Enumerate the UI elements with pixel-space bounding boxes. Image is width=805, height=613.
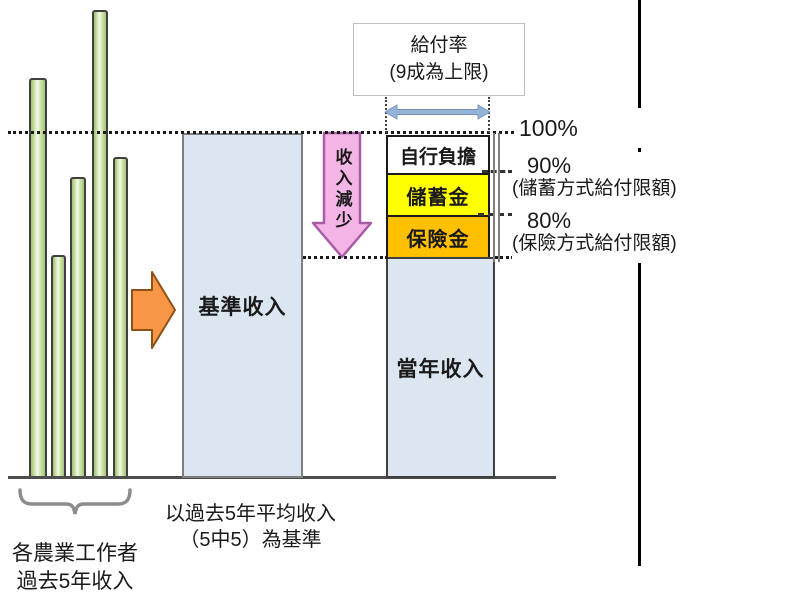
payout-rate-line2: (9成為上限) [389,61,489,83]
self-burden-box: 自行負擔 [386,135,490,175]
savings-box: 儲蓄金 [386,173,490,217]
base-income-label: 基準收入 [198,295,287,319]
income-decrease-label: 收入減少 [332,148,352,232]
label-80pct-group: 80% (保險方式給付限額) [512,207,696,263]
base-income-box: 基準收入 [182,133,303,478]
label-80pct: 80% [527,208,572,233]
caption-basis: 以過去5年平均收入 （5中5）為基準 [152,487,349,567]
income-bar-year2 [51,255,66,478]
line-100pct [8,131,514,134]
payout-rate-box: 給付率 (9成為上限) [353,23,525,96]
right-axis-line [638,0,641,566]
line-current-income-left [303,256,388,259]
range-line-inner [493,133,495,262]
payout-rate-line1: 給付率 [410,34,468,56]
brace-icon [18,488,132,515]
tick-80pct [478,213,514,216]
range-line-outer [498,133,500,262]
self-burden-label: 自行負擔 [399,146,476,168]
guide-left [385,97,387,133]
guide-right [488,97,490,133]
label-100pct: 100% [515,108,805,148]
income-bar-year4 [92,10,108,478]
caption-basis-line2: （5中5）為基準 [179,529,322,551]
current-income-label: 當年收入 [396,357,485,381]
line-current-income-right [495,256,514,259]
caption-workers-line1: 各農業工作者 [12,542,138,566]
payout-range-arrow-icon [384,104,491,120]
insurance-box: 保險金 [386,215,490,259]
label-80pct-note: (保險方式給付限額) [512,233,677,255]
caption-basis-line1: 以過去5年平均收入 [164,502,337,525]
income-bar-year3 [70,177,86,478]
caption-workers-line2: 過去5年收入 [16,570,134,593]
caption-workers: 各農業工作者 過去5年收入 [0,528,150,608]
current-income-box: 當年收入 [386,257,495,478]
income-bar-year5 [113,157,128,478]
insurance-label: 保險金 [406,228,470,251]
label-90pct: 90% [527,153,572,178]
label-90pct-note: (儲蓄方式給付限額) [512,178,677,200]
orange-arrow-icon [131,271,176,349]
savings-label: 儲蓄金 [406,186,470,209]
label-90pct-group: 90% (儲蓄方式給付限額) [512,152,696,209]
income-bar-year1 [29,78,47,478]
income-decrease-arrow-icon [311,131,373,259]
